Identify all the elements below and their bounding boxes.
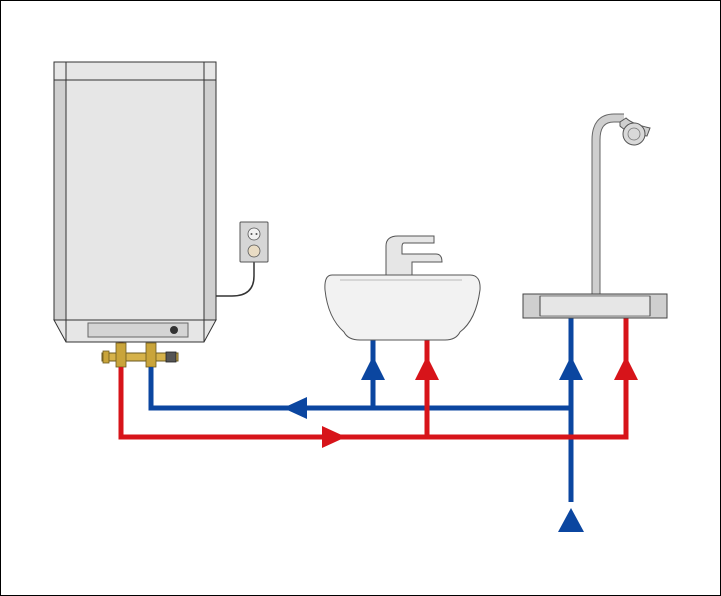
basin-faucet bbox=[385, 235, 443, 277]
heater-right-edge bbox=[203, 79, 217, 321]
heater-body bbox=[53, 79, 217, 321]
heater-top-bevel bbox=[53, 61, 217, 81]
mains-inlet-arrow bbox=[558, 508, 584, 532]
shower-hot-arrow bbox=[614, 356, 638, 380]
power-cable bbox=[216, 260, 255, 297]
valve-icon bbox=[101, 352, 179, 362]
water-heater bbox=[53, 61, 217, 343]
heater-control-panel bbox=[87, 322, 189, 338]
heater-indicator-knob bbox=[170, 326, 178, 334]
cold-pipe-heater-return bbox=[148, 356, 571, 411]
shower-assembly bbox=[522, 113, 668, 319]
shower-mixer-bar bbox=[522, 293, 668, 319]
cold-return-arrow bbox=[283, 397, 307, 419]
basin-cold-arrow bbox=[361, 356, 385, 380]
shower-cold-arrow bbox=[559, 356, 583, 380]
washbasin bbox=[324, 235, 481, 341]
basin-hot-arrow bbox=[415, 356, 439, 380]
faucet-icon bbox=[385, 235, 443, 277]
power-outlet-icon bbox=[239, 221, 269, 263]
mixing-valve bbox=[101, 342, 179, 372]
hot-supply-arrow bbox=[322, 426, 346, 448]
sink-icon bbox=[324, 274, 481, 341]
heater-left-edge bbox=[53, 79, 67, 321]
wall-socket bbox=[239, 221, 269, 263]
shower-head bbox=[619, 117, 651, 146]
